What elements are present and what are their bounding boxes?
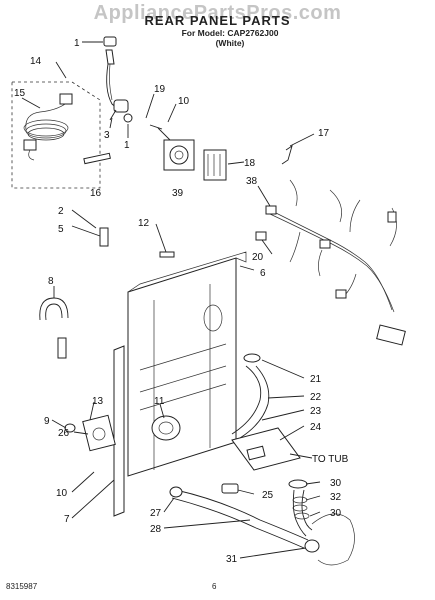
callout-label: 24	[310, 422, 322, 433]
page-number: 6	[212, 582, 217, 591]
part-inlet-fitting	[82, 36, 117, 101]
callout-label: 14	[30, 56, 42, 67]
callout-label: 10	[178, 96, 190, 107]
callout-label: 18	[244, 158, 256, 169]
callout-label: 23	[310, 406, 322, 417]
callout-label: 30	[330, 478, 342, 489]
site-watermark: AppliancePartsPros.com	[93, 2, 342, 24]
part-fill-hose	[106, 63, 133, 123]
part-coil-hose	[288, 479, 355, 566]
callout-label: 1	[74, 38, 80, 49]
part-drain-hose	[231, 353, 313, 471]
color-line: (White)	[215, 38, 245, 48]
part-water-valve	[149, 124, 195, 171]
part-wire-harness	[255, 179, 406, 346]
part-long-hose	[169, 486, 309, 549]
page-title: REAR PANEL PARTS	[144, 13, 291, 28]
callout-label: 11	[154, 396, 165, 407]
callout-label: 25	[262, 490, 274, 501]
callout-label: 10	[56, 488, 68, 499]
part-clamp	[221, 483, 239, 494]
part-pump	[64, 414, 116, 452]
callout-label: 13	[92, 396, 104, 407]
to-tub-note: TO TUB	[312, 454, 349, 465]
part-drain-loop	[39, 297, 69, 359]
part-side-strip	[113, 345, 125, 517]
callout-label: 39	[172, 188, 184, 199]
callout-label: 6	[260, 268, 266, 279]
part-pin	[83, 152, 111, 165]
callout-label: 15	[14, 88, 26, 99]
callout-label: 38	[246, 176, 258, 187]
callout-label: 20	[252, 252, 264, 263]
power-cord-group	[11, 81, 101, 189]
model-line: For Model: CAP2762J00	[181, 28, 279, 38]
callout-label: 30	[330, 508, 342, 519]
callout-label: 16	[90, 188, 102, 199]
callout-label: 2	[58, 206, 64, 217]
part-clip	[281, 144, 293, 165]
callout-label: 19	[154, 84, 166, 95]
callout-labels: 1 14 15 3 1 19 10 16 39 17 18 38 2 12 5 …	[14, 38, 342, 565]
callout-label: 8	[48, 276, 54, 287]
callout-label: 26	[58, 428, 70, 439]
callout-label: 5	[58, 224, 64, 235]
callout-label: 32	[330, 492, 342, 503]
callout-label: 31	[226, 554, 238, 565]
part-terminal-block	[203, 149, 227, 181]
callout-label: 28	[150, 524, 162, 535]
callout-label: 12	[138, 218, 150, 229]
callout-label: 9	[44, 416, 50, 427]
part-motor	[151, 415, 181, 441]
document-number: 8315987	[6, 582, 38, 591]
callout-label: 27	[150, 508, 162, 519]
callout-label: 3	[104, 130, 110, 141]
callout-label: 17	[318, 128, 330, 139]
callout-label: 21	[310, 374, 322, 385]
callout-label: 1	[124, 140, 130, 151]
callout-label: 22	[310, 392, 322, 403]
leader-lines	[21, 61, 321, 559]
callout-label: 7	[64, 514, 70, 525]
